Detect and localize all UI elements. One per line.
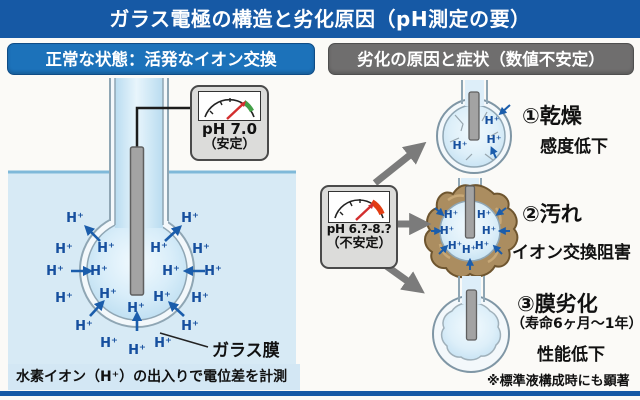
measurement-caption: 水素イオン（H⁺）の出入りで電位差を計測 — [8, 364, 300, 390]
cause-3-title: ③膜劣化 — [517, 292, 598, 316]
contaminated-bulb-diagram: H⁺ H⁺ H⁺ H⁺ H⁺ H⁺ H⁺ — [424, 178, 519, 279]
glass-membrane-label: ガラス膜 — [212, 341, 280, 361]
h-ion-label: H⁺ — [100, 336, 118, 351]
h-ion-label: H⁺ — [150, 241, 168, 256]
h-ion-label: H⁺ — [462, 244, 476, 256]
membrane-pointer-line — [159, 332, 209, 348]
h-ion-label: H⁺ — [90, 264, 108, 279]
cause-1-effect: 感度低下 — [540, 137, 608, 157]
cause-3-effect: 性能低下 — [537, 345, 605, 365]
ph-value: pH 7.0 — [201, 120, 258, 138]
h-ion-label: H⁺ — [482, 225, 496, 237]
ph-status: （不安定） — [326, 235, 392, 251]
h-ion-label: H⁺ — [55, 242, 73, 257]
degradation-header: 劣化の原因と症状（数値不安定） — [328, 43, 634, 75]
h-ion-label: H⁺ — [475, 240, 489, 252]
h-ion-label: H⁺ — [55, 291, 73, 306]
internal-electrode-rod — [129, 146, 145, 296]
stable-gauge-icon — [198, 91, 261, 121]
h-ion-label: H⁺ — [97, 241, 115, 256]
h-ion-label: H⁺ — [154, 336, 172, 351]
h-ion-label: H⁺ — [46, 264, 64, 279]
h-ion-label: H⁺ — [181, 211, 199, 226]
h-ion-label: H⁺ — [484, 114, 499, 127]
h-ion-label: H⁺ — [452, 139, 467, 152]
h-ion-label: H⁺ — [153, 290, 171, 305]
h-ion-label: H⁺ — [66, 211, 84, 226]
h-ion-label: H⁺ — [204, 264, 222, 279]
cause-2-effect: イオン交換阻害 — [512, 243, 631, 263]
h-ion-label: H⁺ — [162, 264, 180, 279]
h-ion-label: H⁺ — [192, 242, 210, 257]
bottom-accent-bar — [0, 391, 640, 396]
unstable-gauge-icon — [328, 191, 390, 223]
cause-2-title: ②汚れ — [522, 202, 582, 226]
crack-lines — [449, 111, 499, 161]
h-ion-label: H⁺ — [127, 301, 145, 316]
h-ion-label: H⁺ — [477, 209, 491, 221]
h-ion-label: H⁺ — [181, 319, 199, 334]
stable-ph-meter: pH 7.0 （安定） — [190, 85, 269, 161]
h-ion-label: H⁺ — [448, 240, 462, 252]
degraded-bulb-diagram — [432, 276, 510, 373]
unstable-ph-meter: pH 6.?-8.? （不安定） — [320, 185, 398, 269]
h-ion-label: H⁺ — [75, 319, 93, 334]
meter-wire — [135, 106, 192, 148]
ph-status: （安定） — [203, 137, 256, 153]
ph-value: pH 6.?-8.? — [326, 222, 392, 236]
h-ion-label: H⁺ — [440, 225, 454, 237]
page-title: ガラス電極の構造と劣化原因（pH測定の要） — [0, 0, 640, 38]
electrode-diagram: H⁺ H⁺ H⁺ H⁺ H⁺ H⁺ H⁺ H⁺ H⁺ H⁺ H⁺ H⁺ H⁺ H… — [8, 78, 296, 378]
cause-3-lifespan: （寿命6ヶ月～1年） — [511, 316, 640, 332]
dry-bulb-diagram: H⁺ H⁺ H⁺ — [436, 80, 512, 174]
h-ion-label: H⁺ — [191, 291, 209, 306]
h-ion-label: H⁺ — [128, 343, 146, 358]
hydrogen-ion-labels: H⁺ H⁺ H⁺ H⁺ H⁺ H⁺ H⁺ H⁺ H⁺ H⁺ H⁺ H⁺ H⁺ H… — [46, 211, 222, 358]
normal-state-header: 正常な状態：活発なイオン交換 — [7, 43, 315, 75]
h-ion-label: H⁺ — [444, 209, 458, 221]
calibration-footnote: ※標準液構成時にも顕著 — [487, 374, 630, 389]
h-ion-label: H⁺ — [99, 287, 117, 302]
h-ion-label: H⁺ — [486, 133, 501, 146]
cause-1-title: ①乾燥 — [522, 104, 582, 128]
ion-exchange-arrows — [71, 225, 205, 331]
